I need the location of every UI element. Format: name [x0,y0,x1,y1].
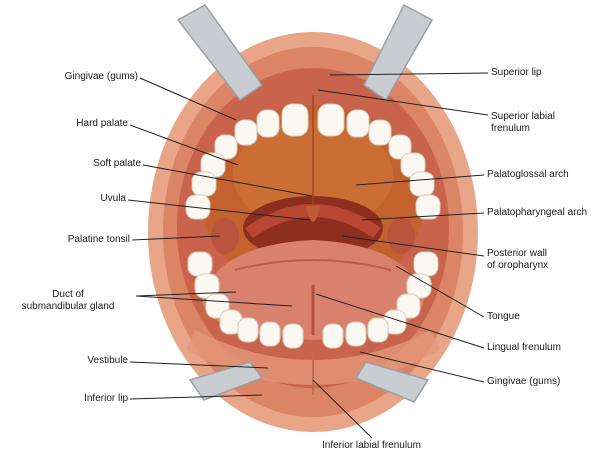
label-palatine-tonsil: Palatine tonsil [68,234,130,246]
label-soft-palate: Soft palate [93,158,141,170]
label-palatopharyngeal-arch: Palatopharyngeal arch [487,207,587,219]
tooth [235,120,257,145]
label-posterior-wall-line1: Posterior wall [487,248,548,260]
label-posterior-wall-line2: of oropharynx [487,260,548,272]
label-inferior-labial-frenulum: Inferior labial frenulum [322,440,421,452]
label-duct-line2: submandibular gland [14,301,122,313]
label-gingivae-lower: Gingivae (gums) [487,376,560,388]
tooth [188,252,212,276]
label-uvula: Uvula [100,193,126,205]
tooth [369,120,391,145]
tooth [283,324,303,348]
label-posterior-wall: Posterior wall of oropharynx [487,248,548,272]
tooth [410,172,434,196]
label-hard-palate: Hard palate [76,118,128,130]
label-duct-submandibular: Duct of submandibular gland [14,289,122,313]
label-tongue: Tongue [487,311,520,323]
palatine-tonsil-right [387,218,415,254]
tooth [192,172,216,196]
tooth [318,104,344,136]
label-vestibule: Vestibule [87,355,128,367]
label-superior-labial-frenulum-line2: frenulum [491,123,555,135]
tooth [282,104,308,136]
tooth [257,110,279,137]
label-superior-lip: Superior lip [491,67,542,79]
label-lingual-frenulum: Lingual frenulum [487,342,561,354]
label-inferior-lip: Inferior lip [84,393,128,405]
tooth [238,318,258,342]
label-palatoglossal-arch: Palatoglossal arch [487,169,569,181]
label-superior-labial-frenulum: Superior labial frenulum [491,111,555,135]
label-gingivae-upper: Gingivae (gums) [65,71,138,83]
label-duct-line1: Duct of [14,289,122,301]
tooth [368,318,388,342]
tooth [347,110,369,137]
tooth [346,322,366,346]
tooth [414,252,438,276]
tooth [323,324,343,348]
tooth [260,322,280,346]
label-superior-labial-frenulum-line1: Superior labial [491,111,555,123]
